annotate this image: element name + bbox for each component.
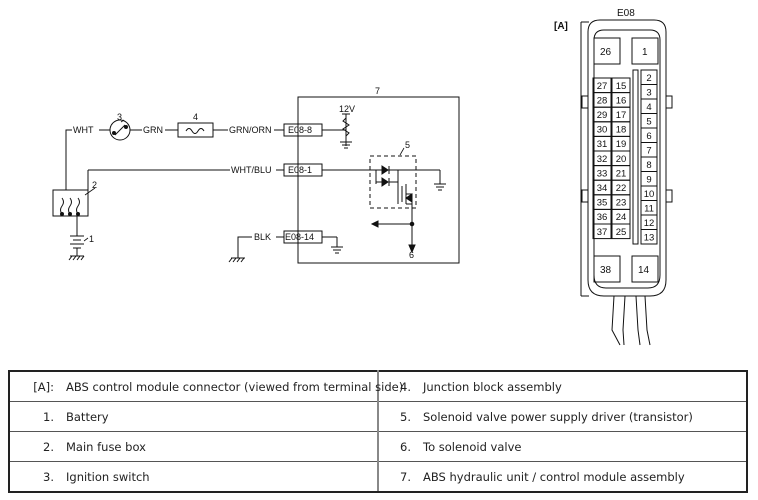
pin-29: 29 bbox=[597, 110, 608, 121]
terminal-label-e08-1: E08-1 bbox=[288, 165, 312, 175]
connector-title: E08 bbox=[617, 8, 635, 19]
pin-26: 26 bbox=[600, 47, 612, 58]
pin-23: 23 bbox=[616, 198, 627, 209]
pin-25-cell bbox=[611, 223, 631, 240]
voltage-label: 12V bbox=[339, 104, 355, 114]
pin-25: 25 bbox=[616, 227, 627, 238]
legend-row: 3. Ignition switch 7. ABS hydraulic unit / … bbox=[8, 461, 748, 493]
fuse-symbol bbox=[177, 122, 214, 138]
wiring-diagram: WHT GRN GRN/ORN WHT/BLU BLK E08-8 E08-1 … bbox=[52, 8, 673, 346]
legend-left-cell: 1. Battery bbox=[8, 401, 379, 432]
module-box bbox=[297, 96, 460, 264]
pin-21: 21 bbox=[616, 168, 627, 179]
pin-37: 37 bbox=[597, 227, 608, 238]
pin-31: 31 bbox=[597, 139, 608, 150]
pin-36: 36 bbox=[597, 212, 608, 223]
legend-right-key: 4. bbox=[400, 379, 411, 394]
pin-7: 7 bbox=[646, 145, 651, 156]
terminal-label-e08-14: E08-14 bbox=[285, 232, 314, 242]
driver-dashed-box bbox=[369, 155, 417, 209]
legend-left-desc: Battery bbox=[66, 409, 109, 424]
pin-32: 32 bbox=[597, 154, 608, 165]
connector-shell bbox=[587, 19, 667, 297]
pin-3: 3 bbox=[646, 87, 651, 98]
callout-7: 7 bbox=[375, 86, 380, 96]
legend-right-cell: 6. To solenoid valve bbox=[377, 431, 748, 462]
callout-6: 6 bbox=[409, 250, 414, 260]
legend-left-desc: Ignition switch bbox=[66, 469, 150, 484]
wire-label-grn-orn: GRN/ORN bbox=[229, 125, 272, 135]
pin-35: 35 bbox=[597, 198, 608, 209]
pin-1: 1 bbox=[642, 47, 648, 58]
pin-10: 10 bbox=[644, 189, 655, 200]
legend-row: 1. Battery 5. Solenoid valve power supply d… bbox=[8, 401, 748, 432]
legend-right-key: 6. bbox=[400, 439, 411, 454]
legend-row: 2. Main fuse box 6. To solenoid valve bbox=[8, 431, 748, 462]
legend-left-cell: 3. Ignition switch bbox=[8, 461, 379, 493]
legend-left-key: 2. bbox=[43, 439, 54, 454]
legend-right-key: 5. bbox=[400, 409, 411, 424]
terminal-label-e08-8: E08-8 bbox=[288, 125, 312, 135]
pin-13-cell bbox=[640, 229, 658, 245]
callout-4: 4 bbox=[193, 112, 198, 122]
pin-22: 22 bbox=[616, 183, 627, 194]
legend-left-key: [A]: bbox=[33, 379, 54, 394]
pin-30: 30 bbox=[597, 125, 608, 136]
pin-15: 15 bbox=[616, 81, 627, 92]
legend-row: [A]: ABS control module connector (viewed… bbox=[8, 370, 748, 402]
pin-4: 4 bbox=[646, 102, 651, 113]
legend-left-key: 3. bbox=[43, 469, 54, 484]
legend-right-cell: 7. ABS hydraulic unit / control module as… bbox=[377, 461, 748, 493]
pin-37-cell bbox=[592, 223, 612, 240]
pin-6: 6 bbox=[646, 131, 651, 142]
pin-27: 27 bbox=[597, 81, 608, 92]
pin-8: 8 bbox=[646, 160, 651, 171]
pin-28: 28 bbox=[597, 95, 608, 106]
callout-2: 2 bbox=[92, 180, 97, 190]
pin-5: 5 bbox=[646, 116, 651, 127]
connector-marker: [A] bbox=[554, 21, 568, 32]
wire-wht-vertical bbox=[65, 129, 72, 190]
wire-label-wht: WHT bbox=[73, 125, 94, 135]
legend-right-desc: Solenoid valve power supply driver (tran… bbox=[423, 409, 693, 424]
pin-grid: 2728293031323334353637151617181920212223… bbox=[592, 69, 658, 245]
pin-20: 20 bbox=[616, 154, 627, 165]
connector-e08 bbox=[580, 19, 673, 346]
callout-5: 5 bbox=[405, 140, 410, 150]
pin-16: 16 bbox=[616, 95, 627, 106]
pin-33: 33 bbox=[597, 168, 608, 179]
pin-9: 9 bbox=[646, 174, 651, 185]
pin-34: 34 bbox=[597, 183, 608, 194]
legend-left-key: 1. bbox=[43, 409, 54, 424]
pin-2: 2 bbox=[646, 73, 651, 84]
wire-label-grn: GRN bbox=[143, 125, 163, 135]
pin-13: 13 bbox=[644, 232, 655, 243]
pin-11: 11 bbox=[644, 203, 654, 214]
legend-right-cell: 5. Solenoid valve power supply driver (tr… bbox=[377, 401, 748, 432]
callout-1: 1 bbox=[89, 234, 94, 244]
legend-left-cell: [A]: ABS control module connector (viewed… bbox=[8, 370, 403, 402]
legend-right-key: 7. bbox=[400, 469, 411, 484]
legend-left-cell: 2. Main fuse box bbox=[8, 431, 379, 462]
schematic bbox=[52, 96, 460, 264]
wire-blk bbox=[237, 236, 252, 258]
legend-right-desc: ABS hydraulic unit / control module asse… bbox=[423, 469, 685, 484]
pin-18: 18 bbox=[616, 125, 627, 136]
legend-right-cell: 4. Junction block assembly bbox=[377, 370, 748, 402]
wire-label-blk: BLK bbox=[254, 232, 271, 242]
pin-38: 38 bbox=[600, 265, 612, 276]
main-fuse-box bbox=[52, 189, 89, 217]
callout-3: 3 bbox=[117, 112, 122, 122]
pin-17: 17 bbox=[616, 110, 627, 121]
pin-12: 12 bbox=[644, 218, 655, 229]
legend-left-desc: Main fuse box bbox=[66, 439, 146, 454]
legend-right-desc: Junction block assembly bbox=[423, 379, 562, 394]
legend-left-desc: ABS control module connector (viewed fro… bbox=[66, 379, 404, 394]
pin-14: 14 bbox=[638, 265, 650, 276]
pin-24: 24 bbox=[616, 212, 627, 223]
legend-right-desc: To solenoid valve bbox=[423, 439, 522, 454]
legend-table: [A]: ABS control module connector (viewed… bbox=[8, 370, 748, 493]
wire-label-wht-blu: WHT/BLU bbox=[231, 165, 272, 175]
pin-19: 19 bbox=[616, 139, 627, 150]
